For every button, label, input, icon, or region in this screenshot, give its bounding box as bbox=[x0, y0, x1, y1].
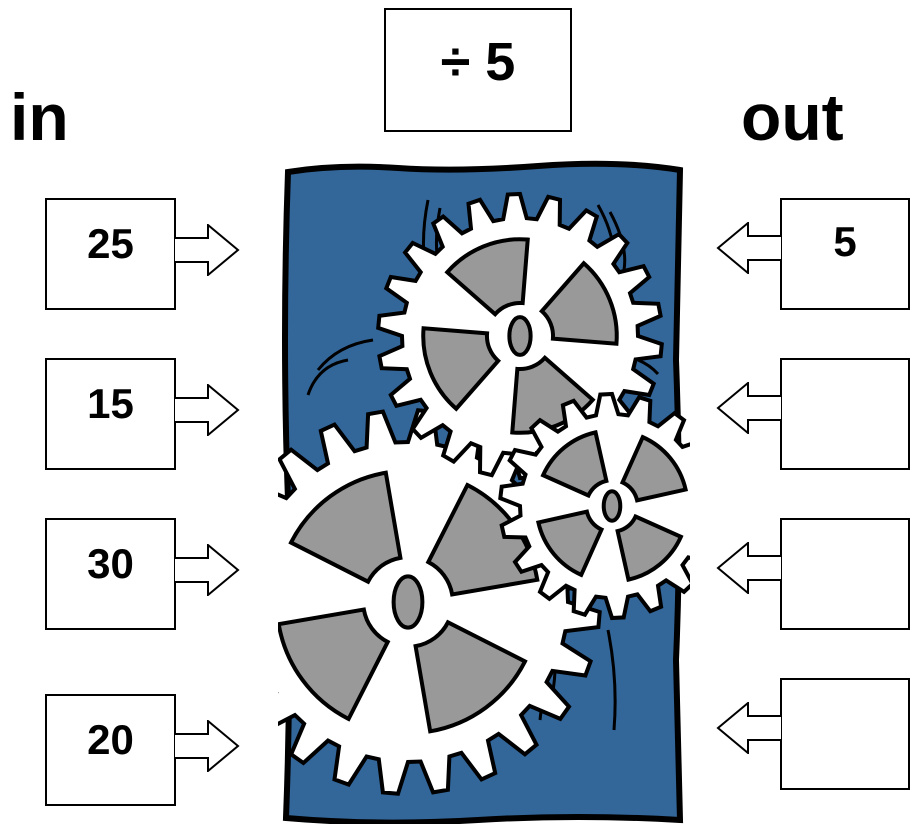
gear-cutout bbox=[413, 619, 528, 734]
rule-text: ÷ 5 bbox=[440, 32, 516, 92]
input-value: 20 bbox=[87, 716, 134, 763]
output-box-3[interactable] bbox=[780, 518, 910, 630]
top-gear-icon bbox=[376, 191, 664, 481]
right-arrow-icon bbox=[175, 720, 240, 772]
input-value: 15 bbox=[87, 380, 134, 427]
left-arrow-icon bbox=[716, 542, 781, 594]
input-box-4: 20 bbox=[45, 694, 176, 806]
gear-cutout bbox=[535, 509, 605, 578]
out-label: out bbox=[741, 80, 844, 154]
gear-cutout bbox=[421, 326, 502, 412]
gear-hub bbox=[507, 315, 533, 357]
gear-hub bbox=[601, 489, 623, 523]
input-value: 25 bbox=[87, 220, 134, 267]
gear-cutout bbox=[288, 470, 403, 585]
right-arrow-icon bbox=[175, 224, 240, 276]
right-arrow-icon bbox=[175, 384, 240, 436]
small-gear-icon bbox=[498, 391, 690, 621]
gear-cutout bbox=[615, 513, 684, 583]
gear-cutout bbox=[619, 434, 689, 503]
left-arrow-icon bbox=[716, 222, 781, 274]
right-arrow-icon bbox=[175, 544, 240, 596]
left-arrow-icon bbox=[716, 702, 781, 754]
output-box-2[interactable] bbox=[780, 358, 910, 470]
left-arrow-icon bbox=[716, 382, 781, 434]
input-box-3: 30 bbox=[45, 518, 176, 630]
gear-hub bbox=[391, 574, 425, 630]
gear-cutout bbox=[538, 260, 619, 346]
input-value: 30 bbox=[87, 540, 134, 587]
input-box-2: 15 bbox=[45, 358, 176, 470]
rule-box: ÷ 5 bbox=[384, 8, 572, 132]
gear-cutout bbox=[278, 607, 391, 722]
gear-cutout bbox=[444, 237, 530, 318]
output-box-4[interactable] bbox=[780, 678, 910, 790]
gears-machine-icon bbox=[278, 160, 690, 824]
gear-cutout bbox=[540, 429, 609, 499]
in-label: in bbox=[10, 80, 69, 154]
output-box-1[interactable]: 5 bbox=[780, 198, 910, 310]
input-box-1: 25 bbox=[45, 198, 176, 310]
output-value: 5 bbox=[833, 218, 857, 265]
